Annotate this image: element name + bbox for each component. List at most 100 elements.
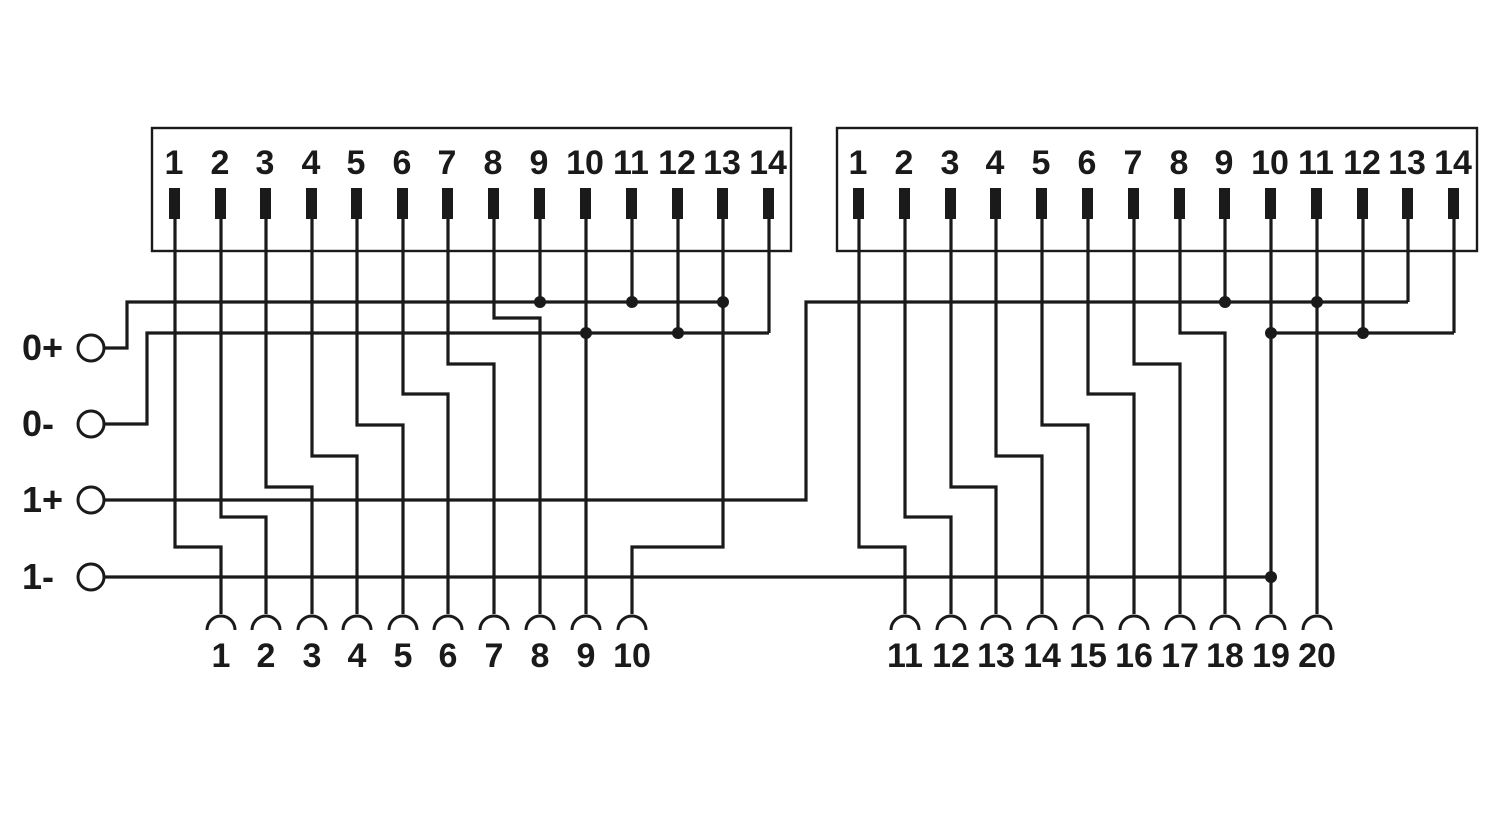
connector-pin bbox=[763, 188, 774, 219]
junction-dot bbox=[1265, 327, 1277, 339]
output-label: 12 bbox=[932, 637, 970, 675]
output-label: 10 bbox=[613, 637, 651, 675]
left-pin-label: 11 bbox=[613, 144, 649, 182]
output-label: 18 bbox=[1206, 637, 1244, 675]
wire bbox=[857, 219, 907, 614]
output-terminal bbox=[478, 614, 510, 631]
connector-pin bbox=[672, 188, 683, 219]
power-terminal-circles bbox=[76, 333, 106, 592]
output-label: 20 bbox=[1298, 637, 1336, 675]
wire bbox=[994, 219, 1044, 614]
right-pin-label: 14 bbox=[1434, 144, 1472, 182]
left-pin-label: 14 bbox=[749, 144, 787, 182]
wire bbox=[949, 219, 998, 614]
connector-pin bbox=[990, 188, 1001, 219]
connector-pin bbox=[306, 188, 317, 219]
right-pin-label: 5 bbox=[1032, 144, 1051, 182]
junction-dot bbox=[534, 296, 546, 308]
output-terminal bbox=[1255, 614, 1287, 631]
right-pin-label: 4 bbox=[986, 144, 1005, 182]
power-label: 1- bbox=[22, 556, 54, 597]
output-label: 13 bbox=[977, 637, 1015, 675]
connector-pin bbox=[534, 188, 545, 219]
connector-left-pins bbox=[169, 188, 774, 219]
connector-right-pins bbox=[853, 188, 1459, 219]
right-pin-label: 1 bbox=[849, 144, 868, 182]
output-terminal bbox=[296, 614, 328, 631]
power-terminal bbox=[76, 485, 106, 515]
wire bbox=[1132, 219, 1182, 614]
output-label: 15 bbox=[1069, 637, 1107, 675]
wire bbox=[903, 219, 953, 614]
right-pin-label: 13 bbox=[1388, 144, 1426, 182]
wire bbox=[219, 219, 268, 614]
connector-pin bbox=[260, 188, 271, 219]
junction-dot bbox=[672, 327, 684, 339]
output-label: 11 bbox=[887, 637, 923, 675]
output-label: 19 bbox=[1252, 637, 1290, 675]
connector-pin bbox=[853, 188, 864, 219]
right-signal-wires bbox=[857, 219, 1456, 614]
output-terminal bbox=[341, 614, 373, 631]
power-label: 0+ bbox=[22, 327, 63, 368]
output-terminal bbox=[1164, 614, 1196, 631]
output-label: 4 bbox=[348, 637, 367, 675]
left-pin-label: 3 bbox=[256, 144, 275, 182]
wire bbox=[1086, 219, 1136, 614]
right-pin-label: 6 bbox=[1078, 144, 1097, 182]
output-label: 7 bbox=[485, 637, 504, 675]
left-pin-label: 12 bbox=[658, 144, 696, 182]
right-pin-label: 8 bbox=[1170, 144, 1189, 182]
output-terminal bbox=[1301, 614, 1333, 631]
bus-1-plus bbox=[105, 300, 1408, 502]
power-labels: 0+ 0- 1+ 1- bbox=[22, 327, 63, 597]
connector-pin bbox=[169, 188, 180, 219]
connector-pin bbox=[1402, 188, 1413, 219]
output-terminal-labels: 1 2 3 4 5 6 7 8 9 10 11 12 13 14 15 16 1… bbox=[212, 637, 1336, 675]
output-terminal bbox=[524, 614, 556, 631]
power-terminal bbox=[76, 562, 106, 592]
wire bbox=[1040, 219, 1090, 614]
output-terminal bbox=[387, 614, 419, 631]
output-label: 1 bbox=[212, 637, 231, 675]
output-terminal bbox=[1026, 614, 1058, 631]
connector-pin bbox=[580, 188, 591, 219]
wire bbox=[173, 219, 223, 614]
output-label: 17 bbox=[1161, 637, 1199, 675]
right-pin-label: 9 bbox=[1215, 144, 1234, 182]
right-pin-label: 11 bbox=[1298, 144, 1334, 182]
wire bbox=[446, 219, 496, 614]
wire bbox=[1178, 219, 1227, 614]
left-pin-label: 10 bbox=[566, 144, 604, 182]
output-label: 6 bbox=[439, 637, 458, 675]
junction-dot bbox=[1265, 571, 1277, 583]
connector-pin bbox=[1082, 188, 1093, 219]
output-terminal-arcs bbox=[205, 614, 1333, 631]
connector-pin bbox=[1448, 188, 1459, 219]
output-terminal bbox=[250, 614, 282, 631]
connector-pin bbox=[1357, 188, 1368, 219]
bus-0-plus bbox=[105, 300, 723, 350]
connector-pin bbox=[717, 188, 728, 219]
output-terminal bbox=[1209, 614, 1241, 631]
connector-pin bbox=[488, 188, 499, 219]
output-terminal bbox=[432, 614, 464, 631]
right-pin-label: 10 bbox=[1251, 144, 1289, 182]
output-label: 2 bbox=[257, 637, 276, 675]
wire bbox=[355, 219, 405, 614]
output-label: 5 bbox=[394, 637, 413, 675]
output-terminal bbox=[616, 614, 648, 631]
connector-pin bbox=[1311, 188, 1322, 219]
connector-pin bbox=[397, 188, 408, 219]
output-label: 16 bbox=[1115, 637, 1153, 675]
right-pin-label: 2 bbox=[895, 144, 914, 182]
left-pin-label: 8 bbox=[484, 144, 503, 182]
output-terminal bbox=[1072, 614, 1104, 631]
connector-right-labels: 1 2 3 4 5 6 7 8 9 10 11 12 13 14 bbox=[849, 144, 1472, 182]
output-terminal bbox=[980, 614, 1012, 631]
junction-dot bbox=[717, 296, 729, 308]
junction-dot bbox=[1311, 296, 1323, 308]
connector-pin bbox=[1265, 188, 1276, 219]
output-label: 14 bbox=[1023, 637, 1061, 675]
